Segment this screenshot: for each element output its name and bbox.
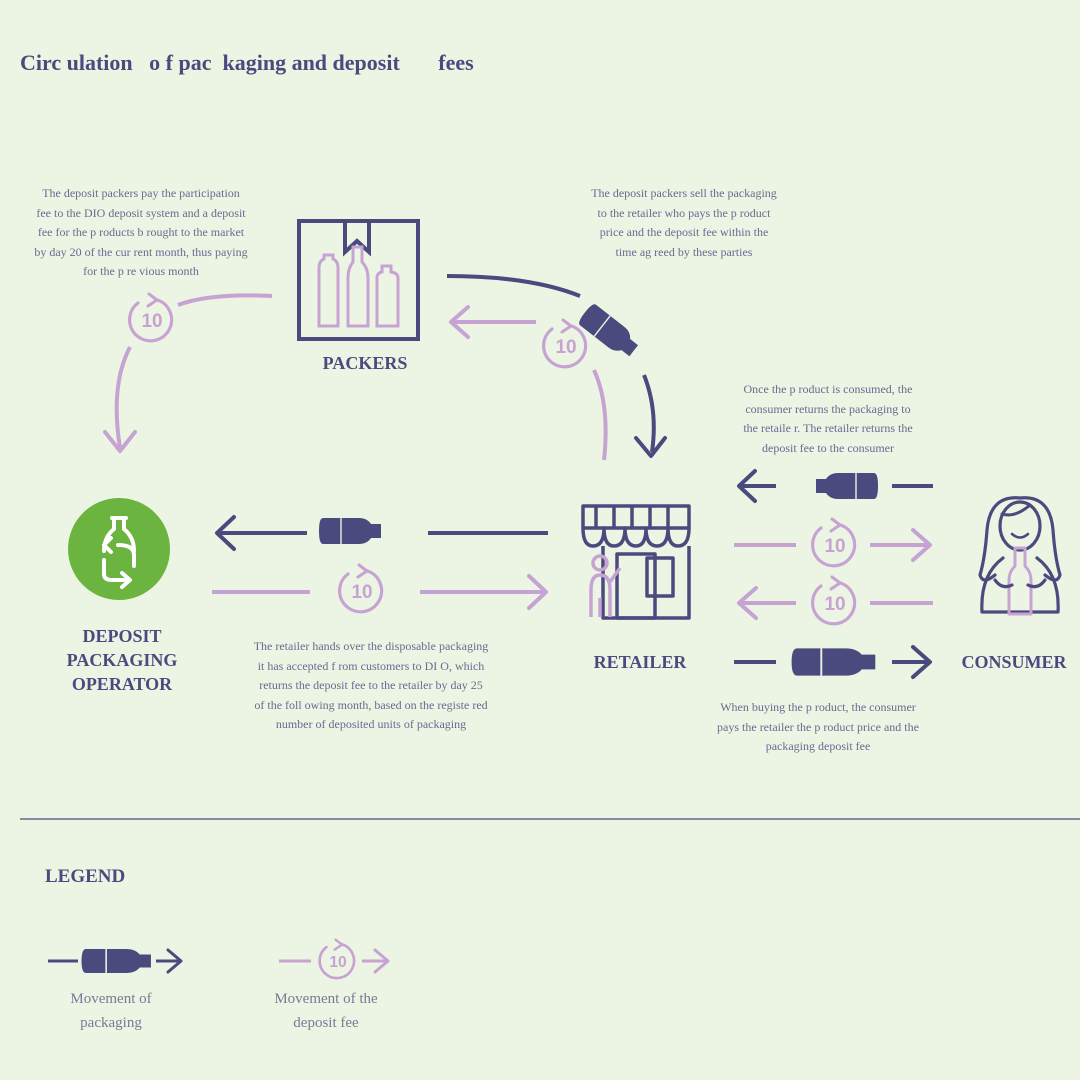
operator-label: DEPOSIT PACKAGING OPERATOR — [66, 626, 178, 694]
deposit-flow-arrow — [911, 528, 932, 562]
packaging-flow-arrow — [215, 515, 236, 551]
woman-with-bottle-icon — [978, 496, 1062, 616]
packaging-flow-arrow — [737, 469, 757, 503]
coin-10-icon — [811, 575, 857, 626]
packaging-flow-arrow — [634, 436, 667, 458]
recycle-bottle-icon — [68, 498, 170, 600]
legend-title: LEGEND — [45, 866, 126, 887]
bottle-icon — [576, 301, 643, 362]
consumer-label: CONSUMER — [961, 652, 1067, 672]
coin-10-icon — [542, 318, 588, 369]
packaging-flow-arrow — [911, 645, 932, 679]
page-title: Circ ulation o f pac kaging and deposit … — [20, 50, 474, 75]
coin-10-icon — [811, 517, 857, 568]
packers-label: PACKERS — [322, 353, 408, 373]
legend-packaging-symbol — [48, 948, 183, 974]
bottle-icon — [790, 647, 877, 677]
desc-consumer-returns: Once the p roduct is consumed, the consu… — [743, 382, 913, 455]
packaging-flow-arrow — [642, 374, 656, 453]
deposit-flow-arrow — [527, 574, 548, 610]
packaging-flow-arrow — [446, 274, 581, 298]
desc-retailer-to-operator: The retailer hands over the disposable p… — [253, 639, 489, 732]
bottle-icon — [815, 472, 879, 500]
retailer-label: RETAILER — [593, 652, 687, 672]
coin-10-icon — [338, 563, 384, 614]
deposit-flow-arrow — [114, 346, 132, 449]
desc-consumer-buys: When buying the p roduct, the consumer p… — [717, 700, 919, 754]
box-icon — [297, 219, 420, 341]
deposit-flow-arrow — [449, 305, 470, 339]
deposit-flow-arrow — [737, 586, 758, 620]
deposit-flow-arrow — [103, 430, 137, 453]
coin-10-icon — [318, 938, 356, 980]
desc-packers-to-operator: The deposit packers pay the participatio… — [34, 186, 248, 279]
legend-packaging-label: Movement of packaging — [70, 991, 152, 1031]
bottle-icon — [318, 517, 382, 545]
deposit-flow-arrow — [177, 293, 273, 307]
legend-deposit-symbol — [279, 938, 390, 980]
deposit-flow-arrow — [592, 369, 608, 461]
desc-packers-to-retailer: The deposit packers sell the packaging t… — [591, 186, 777, 259]
bottle-icon — [80, 948, 152, 974]
legend-deposit-label: Movement of the deposit fee — [274, 991, 378, 1031]
coin-10-icon — [128, 292, 174, 343]
store-icon — [581, 504, 691, 620]
